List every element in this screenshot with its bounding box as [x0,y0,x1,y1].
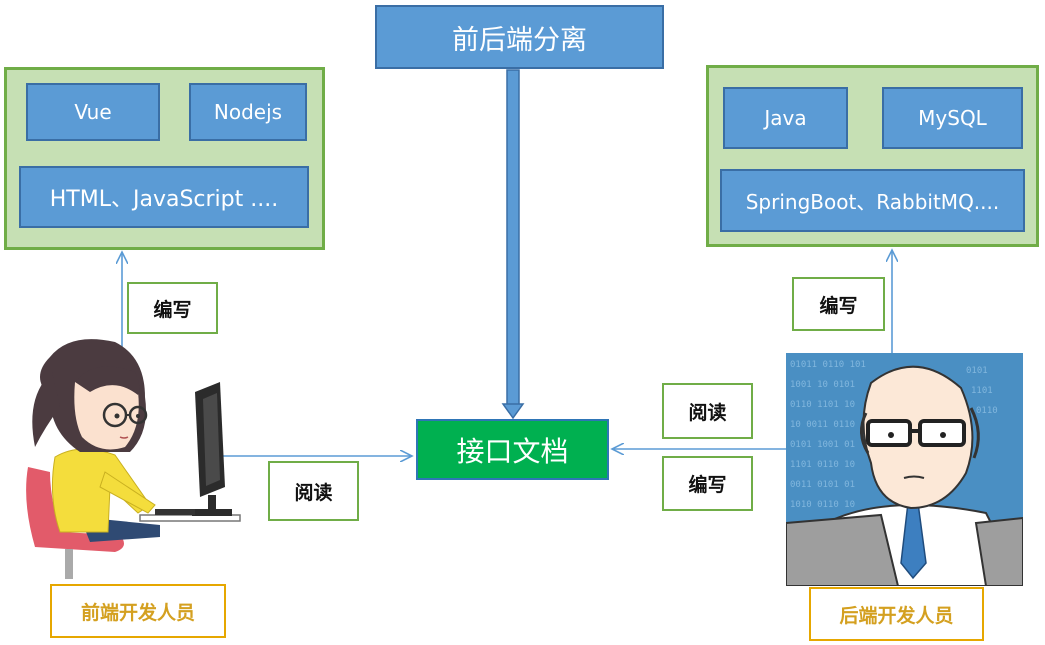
svg-text:0101: 0101 [966,366,988,376]
backend-tech-mysql: MySQL [882,87,1023,149]
backend-tech-java: Java [723,87,848,149]
svg-text:0110 1101 10: 0110 1101 10 [790,400,855,410]
svg-text:0011 0101 01: 0011 0101 01 [790,480,855,490]
top-title-box: 前后端分离 [375,5,664,69]
svg-text:1101 0110 10: 1101 0110 10 [790,460,855,470]
svg-text:10 0011 0110: 10 0011 0110 [790,420,855,430]
backend-tech-wide: SpringBoot、RabbitMQ.... [720,169,1025,232]
svg-text:0110: 0110 [976,406,998,416]
frontend-tech-wide: HTML、JavaScript .... [19,166,309,228]
frontend-write-label: 编写 [127,282,218,334]
frontend-developer-illustration [26,339,241,579]
main-arrow [501,69,525,420]
backend-developer-illustration: 01011 0110 101 1001 10 0101 0110 1101 10… [786,353,1023,586]
api-doc-title: 接口文档 [456,434,569,468]
frontend-tech-panel: Vue Nodejs HTML、JavaScript .... [4,67,325,250]
backend-tech-panel: Java MySQL SpringBoot、RabbitMQ.... [706,65,1039,247]
backend-role-label: 后端开发人员 [809,587,984,641]
frontend-tech-vue: Vue [26,83,160,141]
svg-text:01011 0110 101: 01011 0110 101 [790,360,866,370]
svg-text:0101 1001 01: 0101 1001 01 [790,440,855,450]
frontend-role-label: 前端开发人员 [50,584,226,638]
svg-text:1001 10 0101: 1001 10 0101 [790,380,855,390]
backend-write-label: 编写 [792,277,885,331]
frontend-tech-nodejs: Nodejs [189,83,307,141]
top-title: 前后端分离 [452,24,587,56]
backend-write-label-2: 编写 [662,456,753,511]
svg-text:1010 0110 10: 1010 0110 10 [790,500,855,510]
backend-read-label: 阅读 [662,383,753,439]
svg-text:1101: 1101 [971,386,993,396]
frontend-read-label: 阅读 [268,461,359,521]
api-doc-box: 接口文档 [416,419,609,480]
